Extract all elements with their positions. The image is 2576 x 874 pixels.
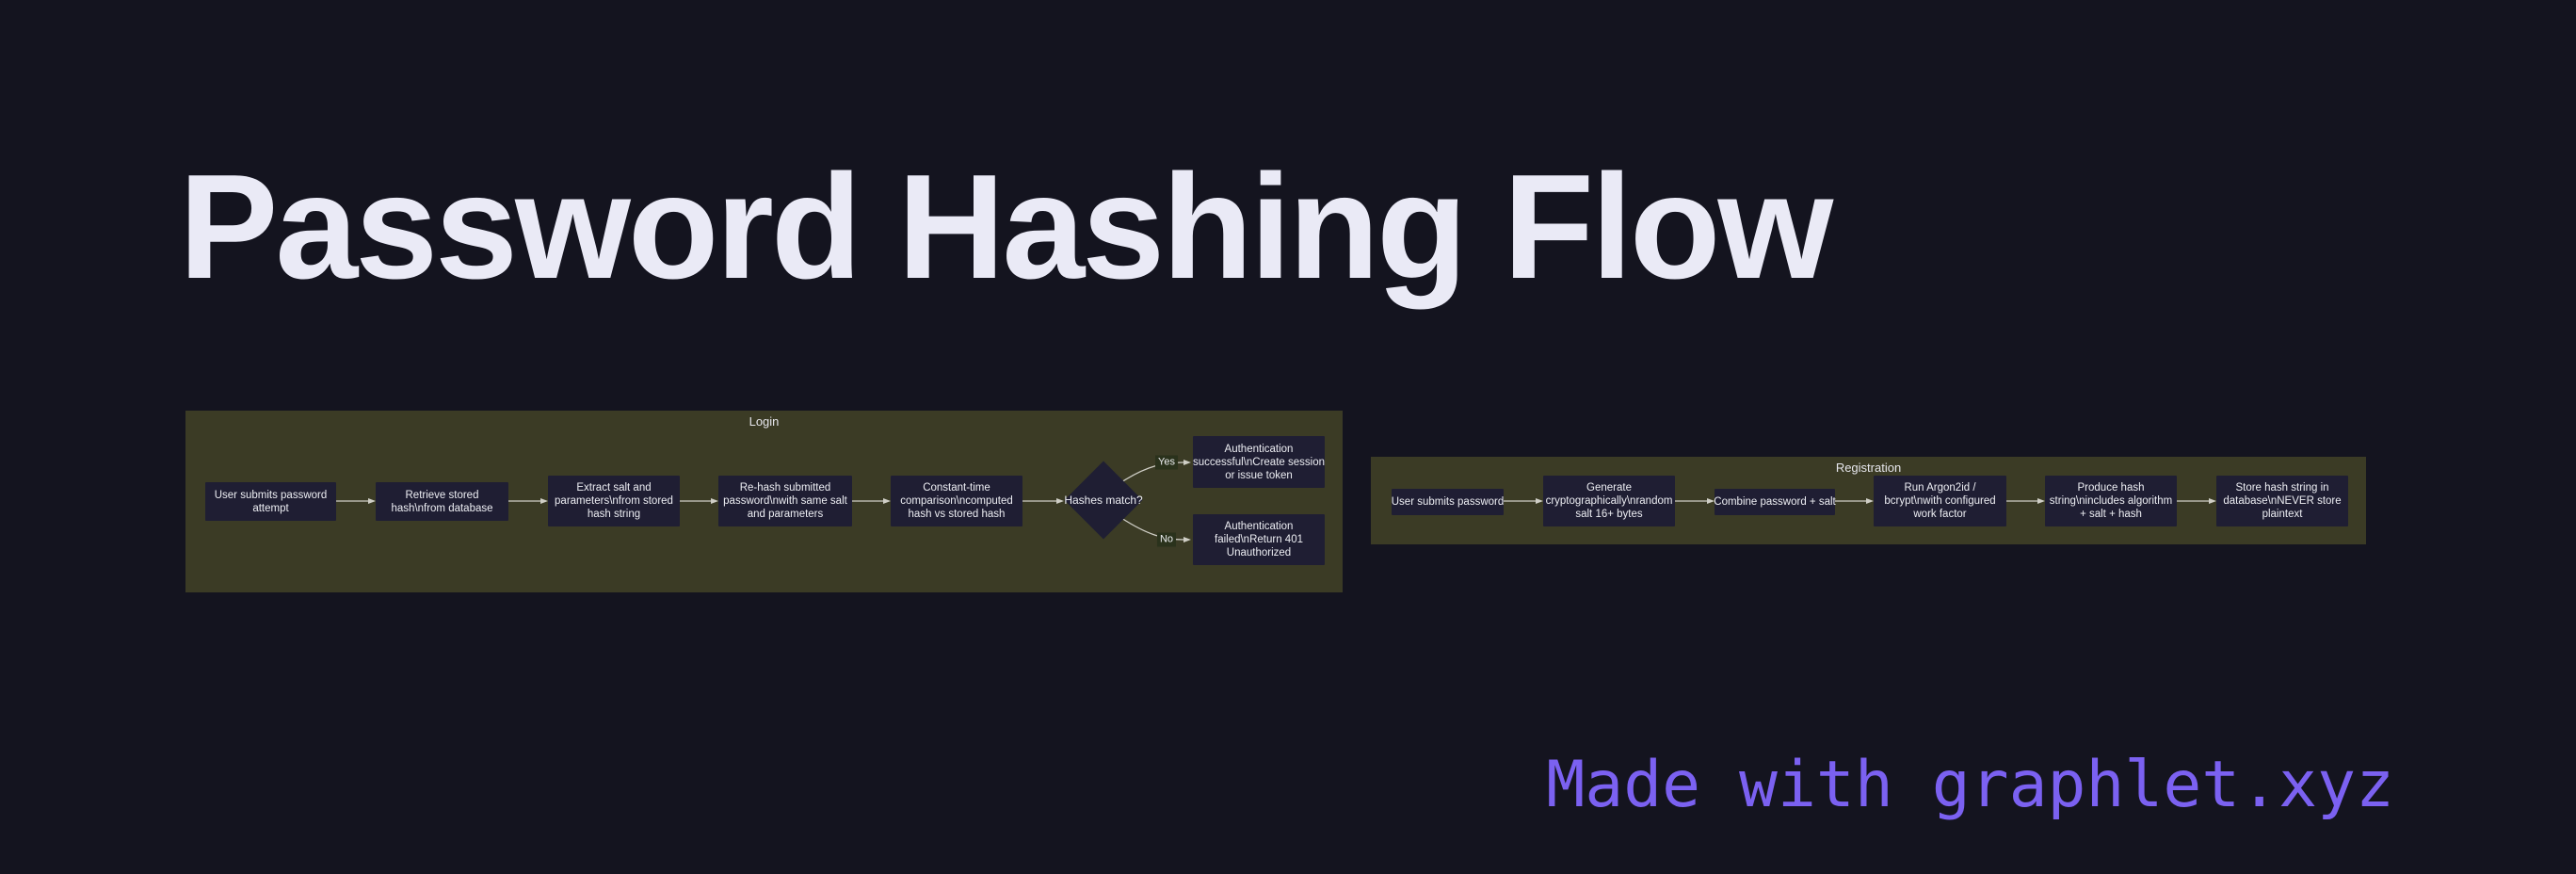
- node-text-line: Constant-time: [923, 482, 990, 494]
- node-text-line: or issue token: [1225, 469, 1293, 481]
- node-text-line: string\nincludes algorithm: [2049, 495, 2173, 507]
- node-text-line: attempt: [252, 502, 289, 514]
- page-title: Password Hashing Flow: [179, 144, 1833, 310]
- node-text-line: password\nwith same salt: [723, 495, 847, 507]
- watermark-made-with-graphlet[interactable]: Made with graphlet.xyz: [1546, 748, 2394, 822]
- node-text-line: Store hash string in: [2235, 482, 2329, 494]
- node-text-line: database\nNEVER store: [2223, 495, 2342, 507]
- login-group-label: Login: [749, 414, 780, 429]
- node-text-line: Generate: [1586, 482, 1632, 494]
- registration-edges-layer: [1504, 498, 2216, 504]
- node-text-line: hash vs stored hash: [908, 509, 1006, 520]
- decision-hashes-match: Hashes match?: [1064, 494, 1143, 507]
- node-text-line: Unauthorized: [1226, 547, 1292, 558]
- node-text-line: salt 16+ bytes: [1575, 509, 1643, 520]
- node-text-line: parameters\nfrom stored: [555, 495, 673, 507]
- node-text-line: Retrieve stored: [405, 489, 479, 501]
- login-edges-layer: [336, 460, 1191, 542]
- node-text-line: Extract salt and: [576, 482, 652, 494]
- node-user-submits-password: User submits password: [1392, 489, 1504, 515]
- decision-diamond-shape: [1064, 461, 1143, 540]
- node-text-line: Run Argon2id /: [1904, 482, 1976, 494]
- node-combine-password-salt: Combine password + salt: [1714, 489, 1836, 515]
- node-text-line: Combine password + salt: [1714, 496, 1836, 508]
- node-text-line: work factor: [1913, 509, 1967, 520]
- node-text-line: comparison\ncomputed: [900, 495, 1013, 507]
- registration-flow-group: Registration User submits password Gener…: [1371, 457, 2366, 544]
- node-text-line: cryptographically\nrandom: [1545, 495, 1673, 507]
- node-text-line: Authentication: [1224, 443, 1294, 455]
- flow-edge-yes: [1120, 460, 1191, 483]
- node-text-line: successful\nCreate session: [1193, 456, 1325, 468]
- node-text-line: hash\nfrom database: [391, 502, 493, 514]
- node-text-line: User submits password: [214, 489, 328, 501]
- node-text-line: failed\nReturn 401: [1215, 534, 1303, 545]
- flow-edge-no: [1120, 517, 1191, 542]
- node-run-kdf: Run Argon2id /bcrypt\nwith configured wor…: [1874, 476, 2006, 526]
- node-text-line: plaintext: [2262, 509, 2303, 520]
- node-text-line: Re-hash submitted: [739, 482, 831, 494]
- node-text-line: Produce hash: [2077, 482, 2145, 494]
- node-text-line: bcrypt\nwith configured: [1884, 495, 1996, 507]
- node-text-line: Authentication: [1224, 521, 1294, 532]
- node-text-line: and parameters: [747, 509, 824, 520]
- edge-label-no: No: [1156, 532, 1177, 547]
- edge-label-yes: Yes: [1155, 455, 1178, 470]
- registration-group-label: Registration: [1835, 461, 1902, 475]
- node-text-line: User submits password: [1391, 496, 1505, 508]
- node-text-line: hash string: [587, 509, 641, 520]
- node-text-line: + salt + hash: [2080, 509, 2142, 520]
